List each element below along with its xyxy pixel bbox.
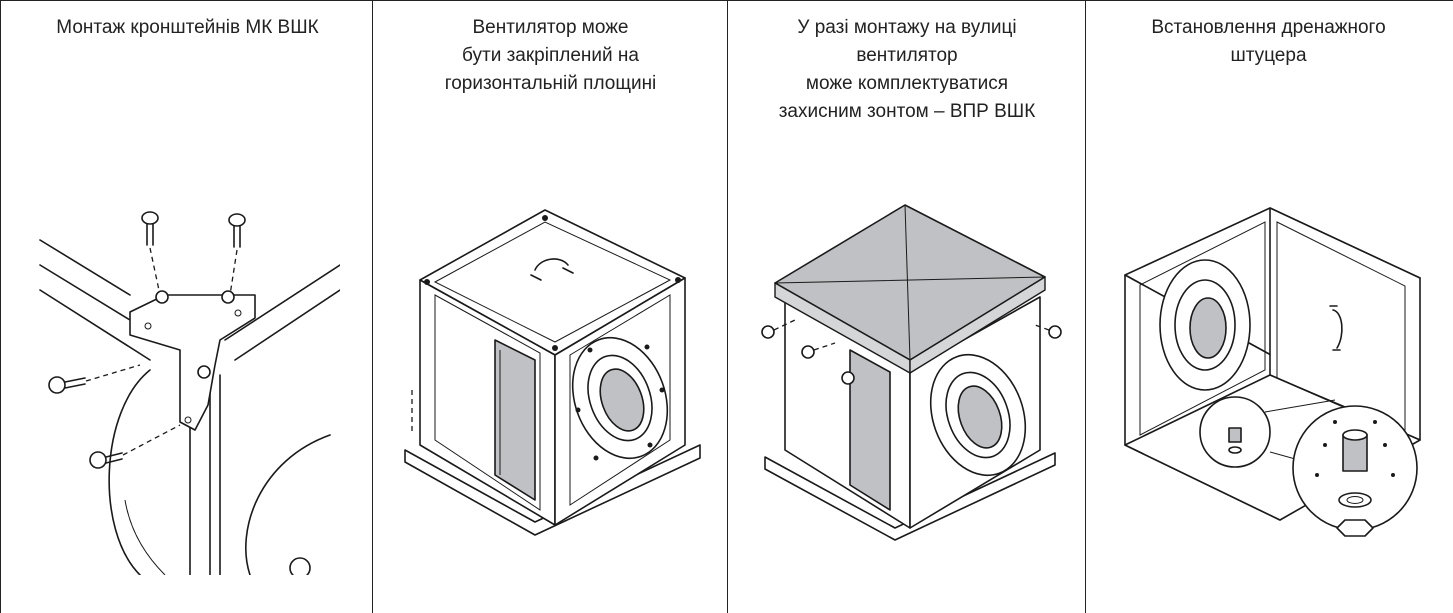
fan-on-horizontal-surface-illustration <box>404 209 701 536</box>
drain-fitting-installation-illustration <box>1124 207 1421 537</box>
fan-with-protective-roof-illustration <box>761 204 1062 541</box>
panel-divider <box>727 0 728 613</box>
screw-icon <box>1034 324 1062 339</box>
bracket-mounting-illustration <box>39 211 340 575</box>
panel-2-caption: Вентилятор може бути закріплений на гори… <box>444 17 657 94</box>
screw-icon <box>228 213 246 248</box>
panel-4-caption: Встановлення дренажного штуцера <box>1151 17 1386 66</box>
panel-1-caption: Монтаж кронштейнів МК ВШК <box>56 17 319 38</box>
panel-3-caption: У разі монтажу на вулиці вентилятор може… <box>778 17 1036 122</box>
screw-icon <box>841 371 855 385</box>
screw-icon <box>141 211 159 246</box>
screw-icon <box>89 451 123 469</box>
panel-divider <box>372 0 373 613</box>
panel-divider <box>1085 0 1086 613</box>
screw-icon <box>48 376 86 394</box>
screw-icon <box>761 319 796 339</box>
screw-icon <box>801 342 836 359</box>
